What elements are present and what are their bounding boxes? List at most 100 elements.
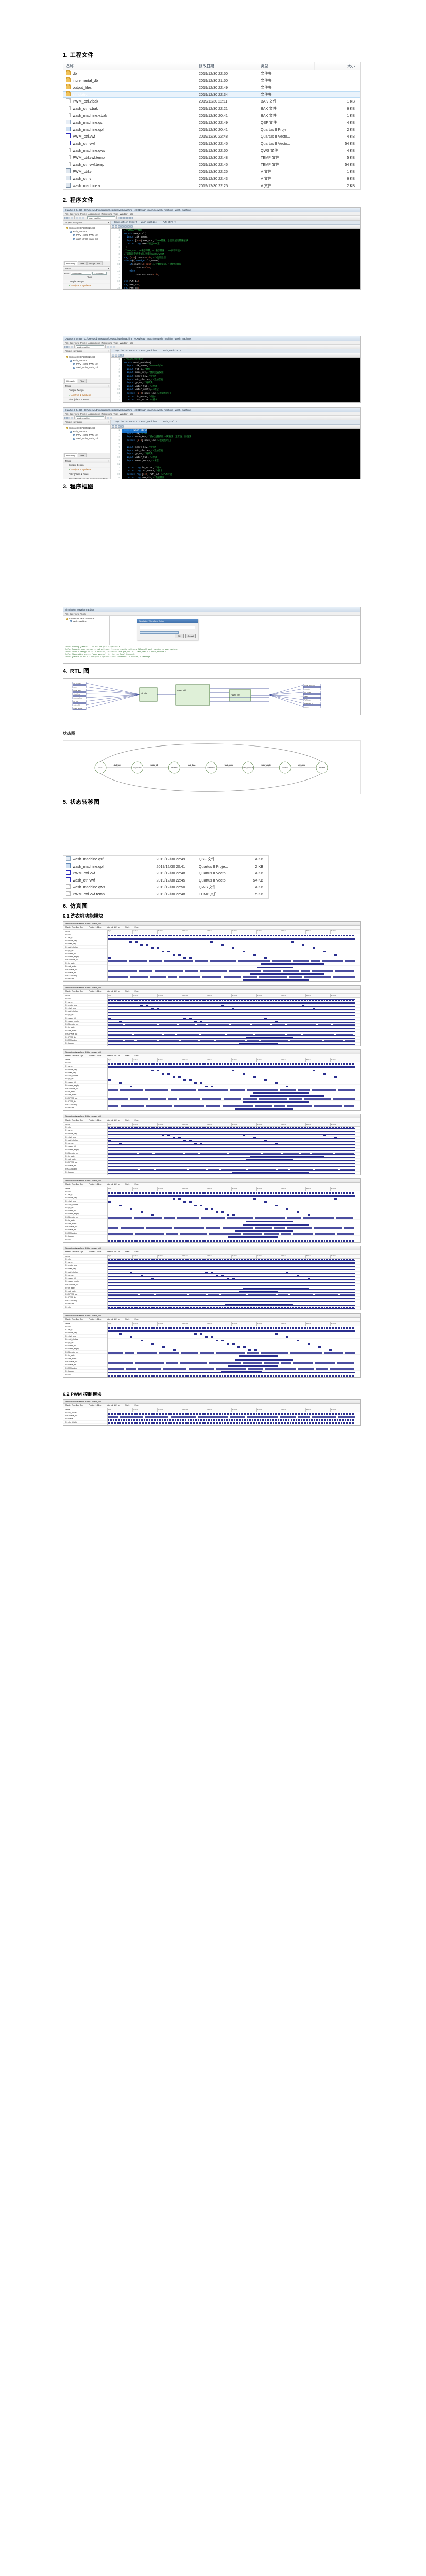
menu-edit[interactable]: Edit	[70, 213, 74, 216]
signal-waveform-row[interactable]	[108, 953, 360, 956]
menu-assignments[interactable]: Assignments	[88, 413, 101, 416]
quartus-screenshot-wash-ctrl[interactable]: Quartus II 64-Bit - C:/Users/Administrat…	[63, 407, 361, 480]
signal-name-row[interactable]: B 0 buzzer	[63, 1235, 107, 1238]
flowchart-screenshot[interactable]: Simulation Waveform Editor File Edit Vie…	[63, 607, 361, 664]
project-navigator-pane[interactable]: Project Navigator × Cyclone III: EP3C5E1…	[63, 349, 111, 403]
close-icon[interactable]: ×	[108, 350, 109, 353]
signal-waveform-row[interactable]	[108, 1130, 360, 1133]
close-icon[interactable]: ×	[108, 267, 109, 270]
replace-icon[interactable]	[115, 225, 117, 228]
outdent-icon[interactable]	[121, 225, 124, 228]
signal-name-row[interactable]: B 0 water_full	[63, 1209, 107, 1213]
signal-name-row[interactable]: B 00 PWM_out	[63, 968, 107, 972]
tab-hierarchy[interactable]: Hierarchy	[64, 261, 78, 266]
signal-waveform-row[interactable]	[108, 1278, 360, 1281]
signal-waveform-row[interactable]	[108, 1097, 360, 1101]
signal-name-row[interactable]: B 0 clk	[63, 933, 107, 937]
signal-name-row[interactable]: B 0 start_key	[63, 1007, 107, 1010]
signal-waveform-row[interactable]	[108, 1358, 360, 1361]
signal-name-row[interactable]: B 00 PWM_out	[63, 1032, 107, 1036]
signal-name-row[interactable]: B 0 in_water	[63, 1354, 107, 1357]
signal-waveform-row[interactable]	[108, 1239, 360, 1242]
tree-top-entity[interactable]: wash_machine	[65, 359, 109, 362]
signal-waveform-row[interactable]	[108, 1300, 360, 1303]
signal-waveform-row[interactable]	[108, 1085, 360, 1088]
signal-name-row[interactable]: B 0 buzzer	[63, 1302, 107, 1306]
signal-name-row[interactable]: B 001 mode_led	[63, 1023, 107, 1026]
quartus-screenshot-wash-machine[interactable]: Quartus II 64-Bit - C:/Users/Administrat…	[63, 336, 361, 403]
code-editor-pwm-ctrl[interactable]: Compilation Report - wash_machine PWM_ct…	[111, 221, 360, 290]
signal-name-row[interactable]: B 0 out_water	[63, 1093, 107, 1097]
menu-processing[interactable]: Processing	[101, 213, 113, 216]
navigator-tabs[interactable]: Hierarchy Files	[63, 453, 110, 459]
open-file-icon[interactable]	[67, 345, 70, 348]
tree-device[interactable]: Cyclone III: EP3C5E144C8	[65, 226, 109, 230]
signal-waveform-row[interactable]	[108, 1002, 360, 1005]
signal-name-row[interactable]: B 0 clk_50MHz	[63, 1421, 107, 1424]
menu-view[interactable]: View	[74, 342, 79, 345]
signal-name-row[interactable]: B 1 rst_n	[63, 1261, 107, 1264]
signal-name-row[interactable]: B 0 out_water	[63, 1029, 107, 1032]
signal-name-row[interactable]: B 0 out_water	[63, 965, 107, 968]
signal-name-row[interactable]: B 0 PWM_dir	[63, 1100, 107, 1103]
signal-name-row[interactable]: B 0 in_water	[63, 1155, 107, 1158]
signal-name-row[interactable]: B 0 in_water	[63, 962, 107, 965]
column-header-name[interactable]: 名称	[63, 62, 196, 70]
signal-name-row[interactable]: B 00 PWM_out	[63, 1360, 107, 1364]
signal-waveform-row[interactable]	[108, 1355, 360, 1358]
signal-name-row[interactable]: B 0 add_clothes	[63, 1270, 107, 1274]
signal-name-row[interactable]: B 0 PWM	[63, 1417, 107, 1421]
signal-name-row[interactable]: B 00 PWM_out	[63, 1414, 107, 1418]
signal-name-row[interactable]: B 0 water_empty	[63, 1280, 107, 1283]
signal-waveform-row[interactable]	[108, 966, 360, 969]
signal-waveform-row[interactable]	[108, 1268, 360, 1272]
signal-name-row[interactable]: B 0 PWM_dir	[63, 971, 107, 975]
indent-icon[interactable]	[118, 354, 121, 357]
menu-help[interactable]: Help	[128, 413, 133, 416]
signal-name-row[interactable]: B 1 rst_n	[63, 1065, 107, 1068]
signal-waveform-row[interactable]	[108, 1329, 360, 1333]
signal-waveform-row[interactable]	[108, 1101, 360, 1104]
signal-waveform-row[interactable]	[108, 1065, 360, 1069]
signal-name-row[interactable]: B 0 mode_key	[63, 1004, 107, 1007]
signal-waveform-row[interactable]	[108, 1348, 360, 1352]
menu-bar[interactable]: File Edit View Project Assignments Proce…	[63, 212, 360, 216]
find-icon[interactable]	[112, 425, 114, 428]
editor-tab-strip[interactable]: Compilation Report - wash_machine wash_m…	[111, 349, 360, 354]
signal-name-row[interactable]: B 0 water_empty	[63, 1020, 107, 1023]
signal-name-row[interactable]: B 0 go_on	[63, 1341, 107, 1345]
signal-name-row[interactable]: B 0 add_clothes	[63, 1010, 107, 1013]
signal-name-row[interactable]: B 0 clk	[63, 1061, 107, 1065]
main-toolbar[interactable]: wash_machine	[63, 416, 360, 421]
menu-help[interactable]: Help	[128, 213, 133, 216]
signal-waveform-row[interactable]	[108, 1088, 360, 1091]
signal-name-row[interactable]: B 00 PWM_out	[63, 1225, 107, 1229]
open-file-icon[interactable]	[67, 216, 70, 219]
menu-window[interactable]: Window	[120, 413, 128, 416]
close-icon[interactable]: ×	[108, 221, 109, 224]
tab-design-units[interactable]: Design Units	[87, 261, 103, 266]
signal-name-row[interactable]: B 1 rst_n	[63, 1193, 107, 1197]
signal-waveform-row[interactable]	[108, 1294, 360, 1297]
paste-icon[interactable]	[82, 216, 84, 219]
tree-top-entity[interactable]: wash_machine	[65, 430, 109, 433]
task-item[interactable]: Assembler (Generate programming files)	[63, 477, 110, 479]
signal-name-row[interactable]: B 0000 heating	[63, 1167, 107, 1171]
indent-icon[interactable]	[118, 225, 121, 228]
signal-waveform-row[interactable]	[108, 950, 360, 953]
signal-waveform-row[interactable]	[108, 969, 360, 972]
signal-waveform-row[interactable]	[108, 1265, 360, 1268]
tab-files[interactable]: Files	[78, 453, 87, 458]
